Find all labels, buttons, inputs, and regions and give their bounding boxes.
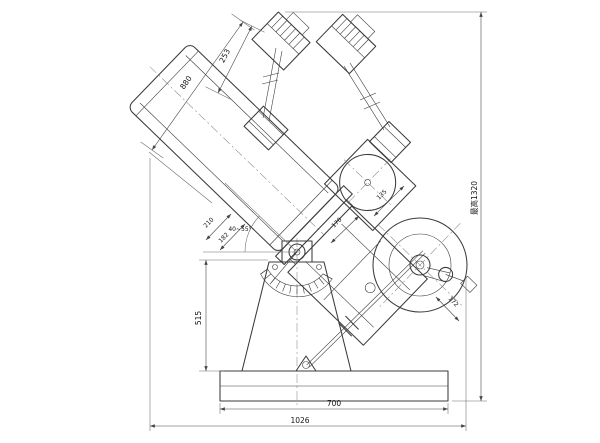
finned-block-2 bbox=[315, 13, 377, 75]
dimension-label-700: 700 bbox=[327, 399, 342, 408]
crank-pin bbox=[438, 266, 454, 282]
tilted-machine-group bbox=[129, 45, 478, 346]
shaft-flange-2 bbox=[368, 120, 412, 164]
rod-handle-1 bbox=[345, 315, 359, 330]
crank-handle bbox=[460, 275, 478, 293]
dimension-label-135: 135 bbox=[375, 188, 388, 201]
trunnion-block bbox=[281, 240, 313, 263]
shaft-flange-1 bbox=[243, 105, 289, 151]
dimension-170: 170 bbox=[330, 215, 360, 244]
gearbox bbox=[287, 205, 428, 346]
dimension-515: 515 bbox=[194, 259, 268, 372]
protractor-needle bbox=[271, 251, 298, 283]
dimension-label-880: 880 bbox=[178, 74, 194, 91]
dimension-label-172: 172 bbox=[447, 295, 460, 308]
dimension-label-210: 210 bbox=[202, 216, 215, 229]
dimension-label-170: 170 bbox=[330, 216, 343, 229]
motor-assembly-2 bbox=[315, 13, 412, 164]
dimension-max-height: 最高1320 bbox=[285, 11, 487, 402]
dimension-label-253: 253 bbox=[217, 47, 232, 64]
dimension-253: 253 bbox=[205, 19, 265, 100]
bolt-right bbox=[316, 264, 322, 270]
pedestal-column bbox=[241, 261, 352, 372]
finned-block-1 bbox=[251, 11, 311, 71]
rod-handle-2 bbox=[338, 322, 352, 337]
drum-centerline bbox=[149, 66, 325, 236]
rod-anchor-pin bbox=[302, 361, 310, 369]
base-plate bbox=[219, 370, 449, 402]
rod-anchor-bracket bbox=[295, 355, 317, 372]
dimension-tilt-angle: 40~55° bbox=[203, 182, 299, 253]
bolt-hole bbox=[364, 282, 376, 294]
dimension-label-1026: 1026 bbox=[290, 416, 309, 425]
dimension-label-max-height: 最高1320 bbox=[469, 181, 479, 215]
dimension-label-182: 182 bbox=[217, 231, 230, 244]
dimension-1026: 1026 bbox=[149, 158, 467, 431]
pulley-wheel bbox=[339, 153, 397, 211]
adjusting-rod bbox=[295, 250, 426, 372]
dimension-135: 135 bbox=[373, 185, 405, 217]
dimension-label-515: 515 bbox=[194, 311, 203, 326]
motor-assembly-1 bbox=[243, 11, 311, 151]
dimension-700: 700 bbox=[219, 399, 449, 414]
bolt-left bbox=[272, 264, 278, 270]
protractor-scale bbox=[260, 251, 333, 297]
